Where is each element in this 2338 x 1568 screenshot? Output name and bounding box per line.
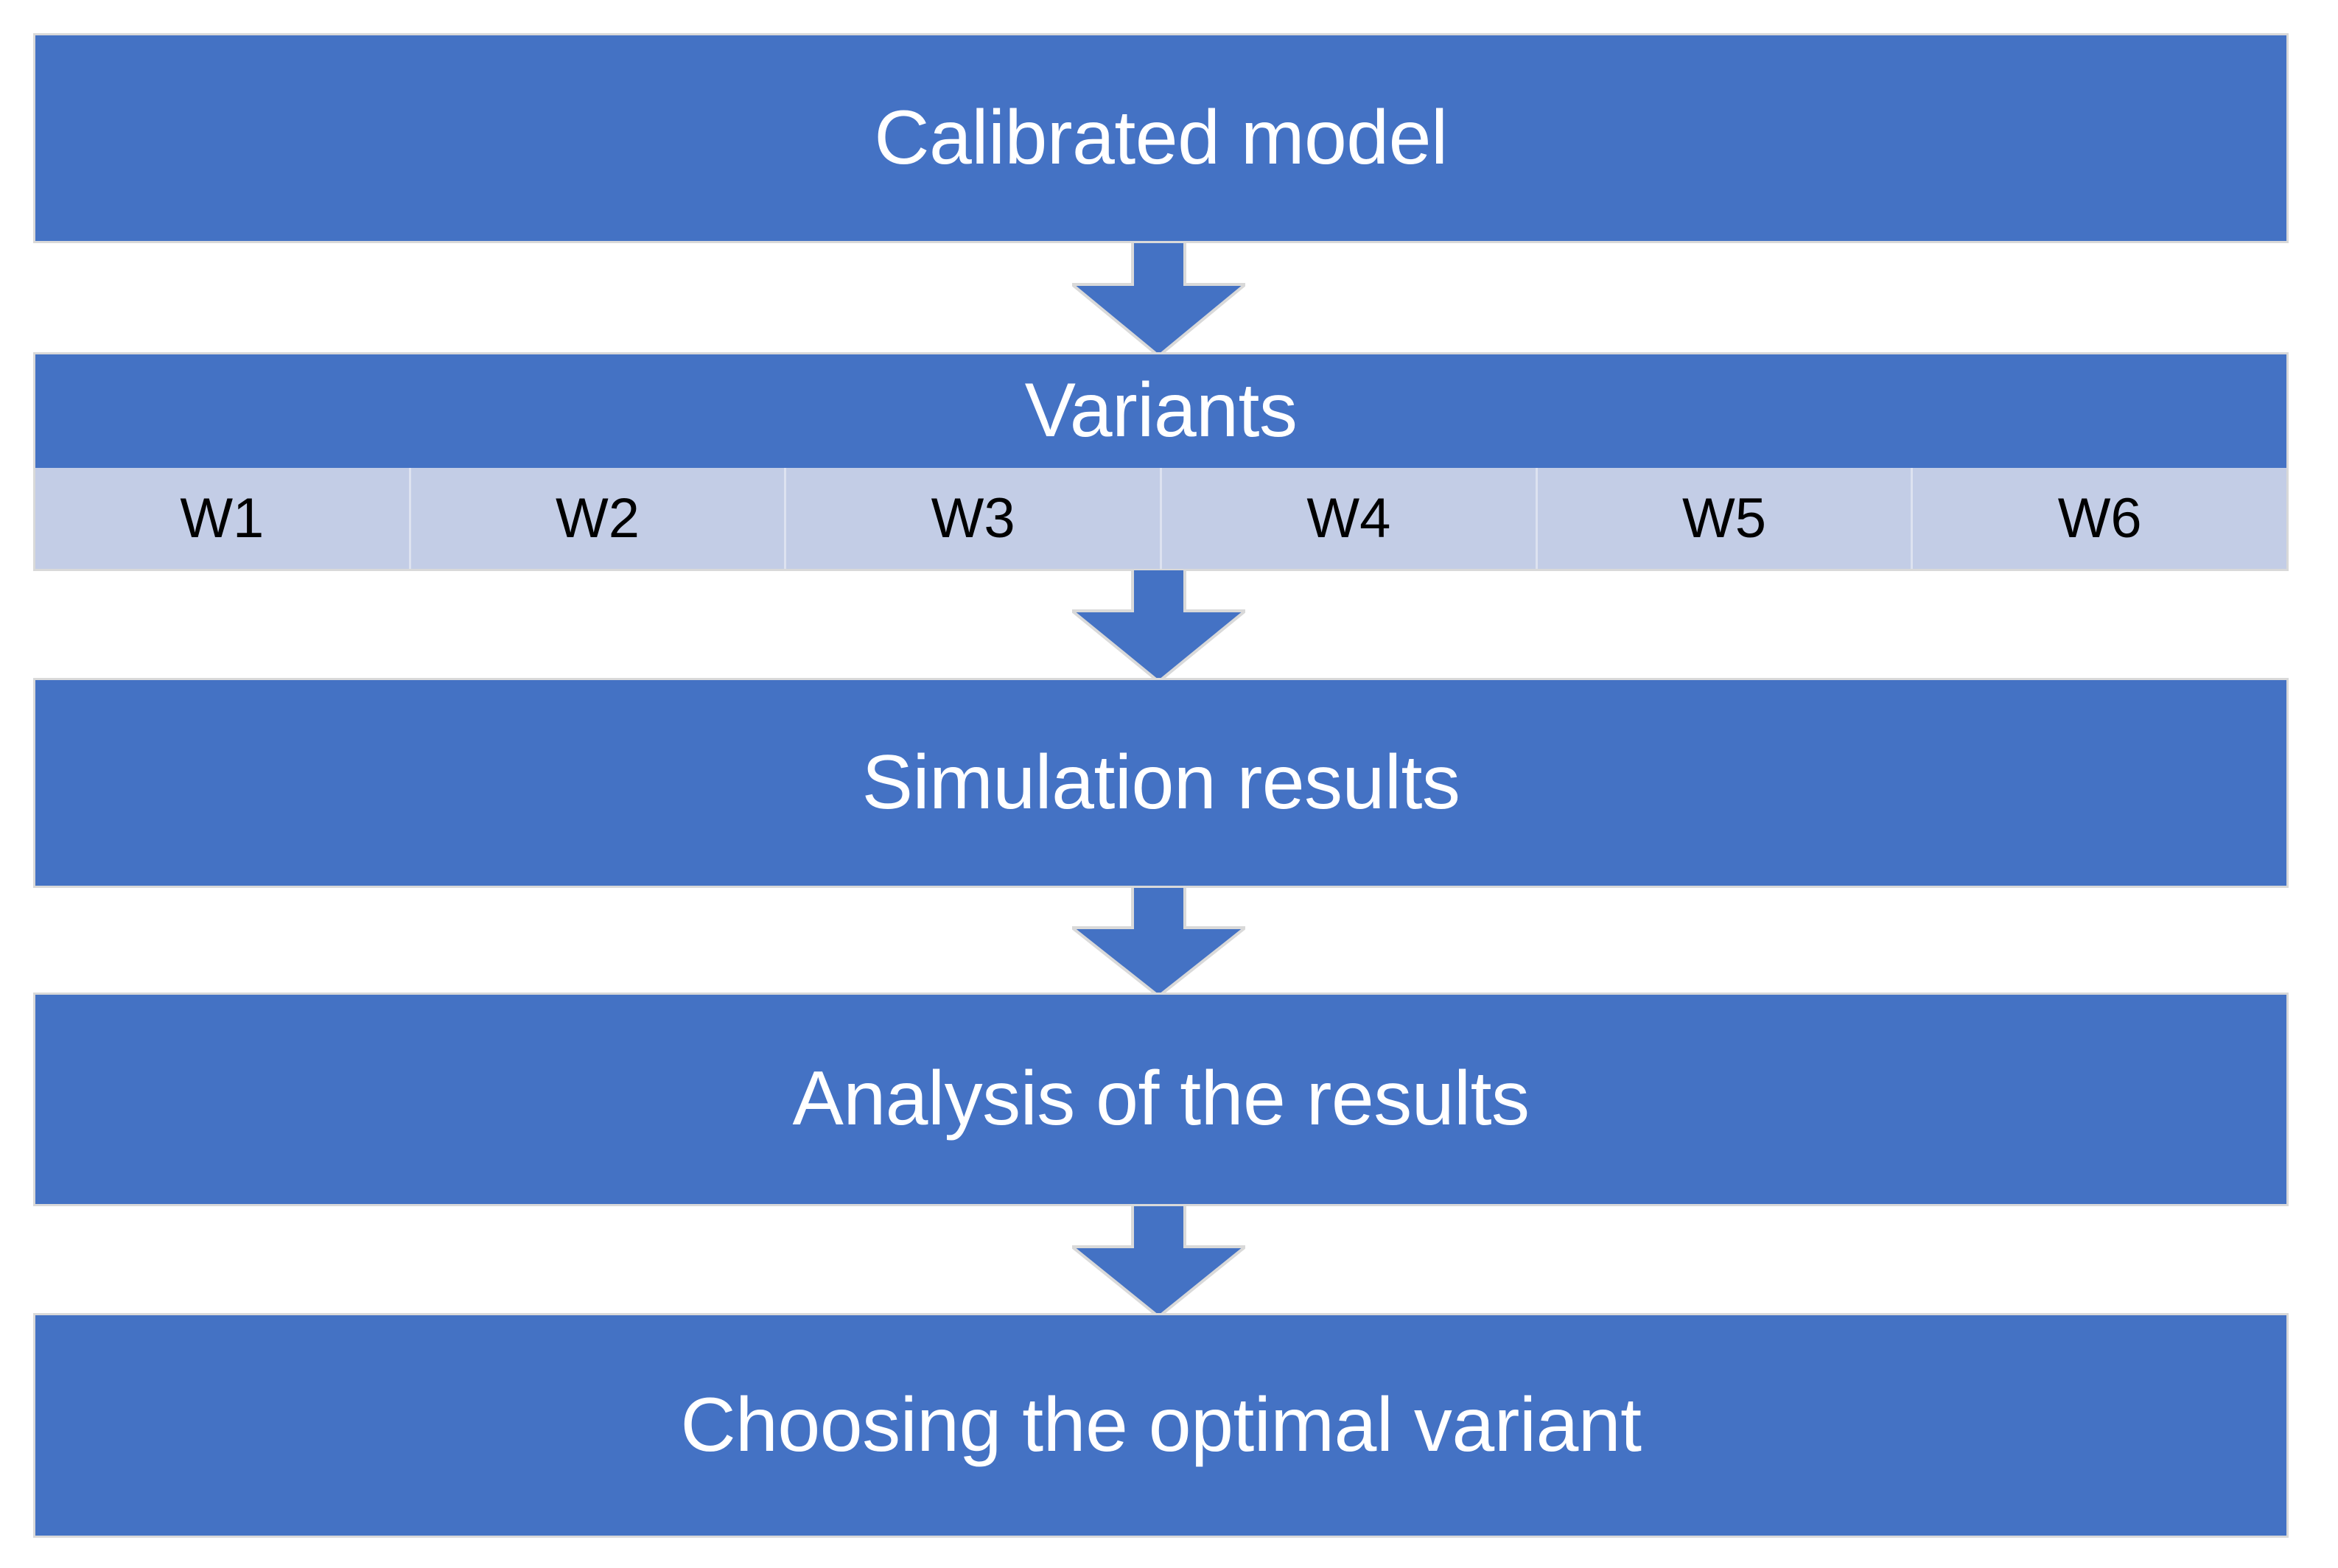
variant-cells-row: W1 W2 W3 W4 W5 W6	[33, 468, 2289, 571]
flow-arrow-down-3	[1072, 886, 1245, 998]
process-box-label: Variants	[1024, 368, 1298, 454]
process-box-analysis-results[interactable]: Analysis of the results	[33, 993, 2289, 1206]
process-box-simulation-results[interactable]: Simulation results	[33, 678, 2289, 888]
arrow-down-icon	[1072, 569, 1245, 684]
variant-cell-w1[interactable]: W1	[35, 468, 411, 569]
variant-cell-label: W1	[180, 486, 265, 550]
flow-arrow-down-2	[1072, 569, 1245, 684]
variant-cell-label: W4	[1306, 486, 1391, 550]
variant-cell-w6[interactable]: W6	[1913, 468, 2287, 569]
arrow-down-icon	[1072, 1205, 1245, 1319]
process-box-calibrated-model[interactable]: Calibrated model	[33, 33, 2289, 243]
process-box-label: Analysis of the results	[792, 1056, 1530, 1142]
variant-cell-w3[interactable]: W3	[786, 468, 1163, 569]
process-box-optimal-variant[interactable]: Choosing the optimal variant	[33, 1313, 2289, 1538]
variant-cell-label: W6	[2057, 486, 2142, 550]
process-box-label: Simulation results	[861, 739, 1460, 825]
flow-arrow-down-1	[1072, 242, 1245, 358]
variant-cell-label: W2	[556, 486, 640, 550]
variant-cell-w2[interactable]: W2	[410, 468, 787, 569]
arrow-down-icon	[1072, 886, 1245, 998]
variant-cell-w5[interactable]: W5	[1537, 468, 1914, 569]
process-box-label: Calibrated model	[874, 94, 1448, 181]
variant-cell-label: W3	[931, 486, 1015, 550]
arrow-down-icon	[1072, 242, 1245, 358]
flow-arrow-down-4	[1072, 1205, 1245, 1319]
process-box-label: Choosing the optimal variant	[680, 1382, 1642, 1468]
process-box-variants[interactable]: Variants	[33, 352, 2289, 468]
variant-cell-w4[interactable]: W4	[1162, 468, 1538, 569]
variant-cell-label: W5	[1682, 486, 1767, 550]
